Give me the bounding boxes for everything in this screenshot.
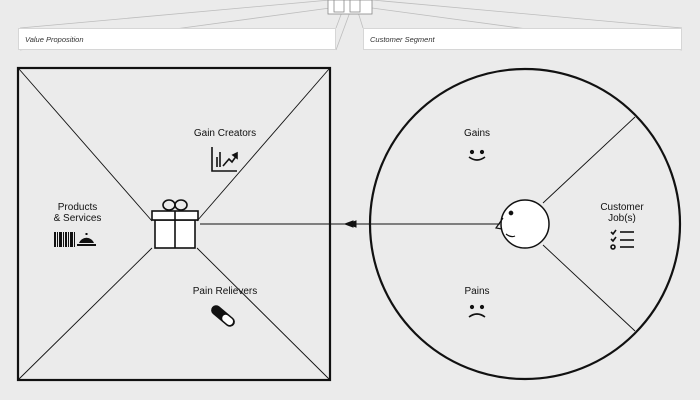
- products-services-line2: & Services: [53, 213, 102, 224]
- customer-jobs-line2: Job(s): [608, 213, 636, 224]
- gains-label: Gains: [463, 128, 491, 139]
- pill-icon: [211, 305, 235, 327]
- products-services-line1: Products: [57, 202, 98, 213]
- value-proposition-label: Value Proposition: [18, 28, 336, 50]
- smile-icon: [468, 149, 486, 161]
- checklist-icon: [610, 229, 634, 250]
- customer-jobs-label: Customer Job(s): [592, 202, 652, 224]
- pains-label: Pains: [464, 286, 490, 297]
- gift-icon: [151, 199, 199, 249]
- gain-creators-label: Gain Creators: [193, 128, 257, 139]
- chart-up-icon: [211, 147, 238, 172]
- canvas-thumbnail-icon: [327, 0, 373, 15]
- customer-face-icon: [494, 199, 550, 249]
- pain-relievers-label: Pain Relievers: [192, 286, 258, 297]
- customer-profile-circle: [368, 67, 682, 381]
- frown-icon: [468, 304, 486, 318]
- products-services-label: Products & Services: [40, 202, 115, 224]
- customer-jobs-line1: Customer: [600, 202, 644, 213]
- customer-segment-label: Customer Segment: [363, 28, 682, 50]
- barcode-cloche-icon: [54, 232, 96, 247]
- fit-arrow: [200, 220, 500, 228]
- gain-divider: [196, 68, 330, 222]
